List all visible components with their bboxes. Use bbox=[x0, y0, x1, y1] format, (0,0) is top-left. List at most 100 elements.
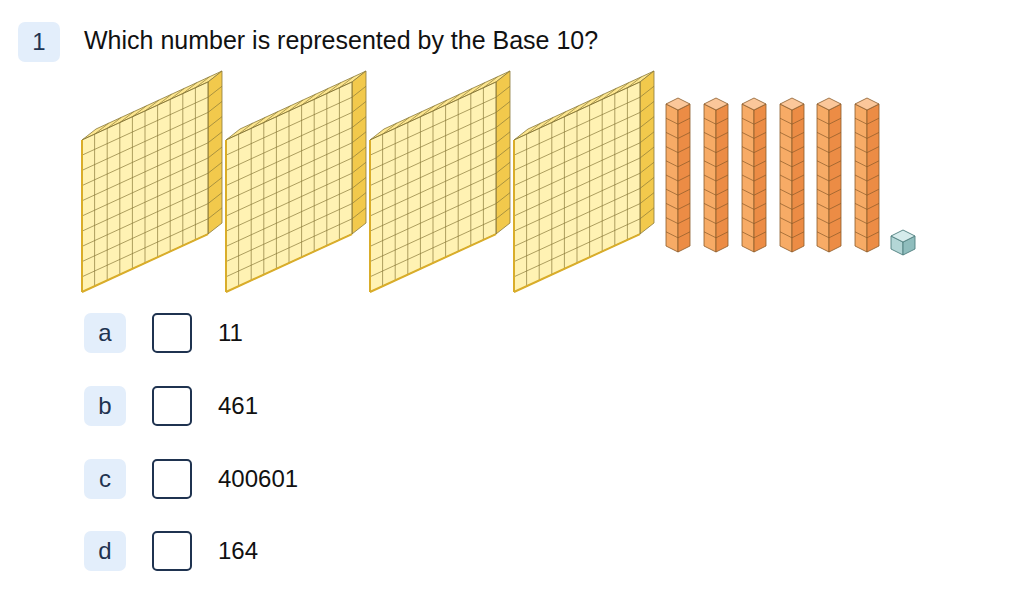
block-part bbox=[352, 162, 366, 173]
block-part bbox=[754, 203, 766, 209]
block-part bbox=[754, 175, 766, 181]
hundred-flat bbox=[514, 71, 654, 292]
hundred-flat bbox=[226, 71, 366, 292]
block-part bbox=[780, 203, 792, 209]
block-part bbox=[107, 117, 121, 128]
block-part bbox=[339, 77, 353, 88]
block-part bbox=[780, 189, 792, 195]
block-part bbox=[792, 161, 804, 167]
block-part bbox=[867, 161, 879, 167]
block-part bbox=[792, 175, 804, 181]
hundred-flat bbox=[370, 71, 510, 292]
block-part bbox=[867, 232, 879, 238]
block-part bbox=[170, 88, 184, 99]
block-part bbox=[754, 132, 766, 138]
block-part bbox=[183, 83, 197, 94]
question-number-text: 1 bbox=[32, 30, 45, 54]
block-part bbox=[817, 189, 829, 195]
block-part bbox=[208, 177, 222, 188]
block-part bbox=[829, 203, 841, 209]
block-part bbox=[867, 132, 879, 138]
block-part bbox=[855, 132, 867, 138]
block-part bbox=[239, 123, 253, 134]
block-part bbox=[678, 232, 690, 238]
block-part bbox=[716, 147, 728, 153]
ten-rod bbox=[742, 98, 766, 252]
block-part bbox=[867, 147, 879, 153]
block-part bbox=[817, 203, 829, 209]
block-part bbox=[678, 161, 690, 167]
block-part bbox=[446, 94, 460, 105]
block-part bbox=[226, 219, 352, 277]
block-part bbox=[158, 94, 172, 105]
block-part bbox=[704, 218, 716, 224]
block-part bbox=[867, 218, 879, 224]
block-part bbox=[666, 232, 678, 238]
block-part bbox=[666, 98, 690, 110]
block-part bbox=[82, 158, 208, 216]
block-part bbox=[458, 88, 472, 99]
block-part bbox=[829, 132, 841, 138]
block-part bbox=[640, 117, 654, 128]
block-part bbox=[433, 100, 447, 111]
block-part bbox=[289, 100, 303, 111]
block-part bbox=[82, 188, 208, 246]
block-part bbox=[420, 106, 434, 117]
option-letter-text: a bbox=[98, 321, 111, 345]
block-part bbox=[208, 147, 222, 158]
block-part bbox=[666, 203, 678, 209]
option-letter: d bbox=[84, 531, 126, 571]
ten-rod bbox=[780, 98, 804, 252]
block-part bbox=[208, 117, 222, 128]
block-part bbox=[82, 219, 208, 277]
block-part bbox=[704, 118, 716, 124]
block-part bbox=[496, 147, 510, 158]
block-part bbox=[352, 101, 366, 112]
block-part bbox=[891, 230, 915, 242]
block-part bbox=[513, 140, 515, 292]
block-part bbox=[470, 94, 471, 246]
block-part bbox=[829, 189, 841, 195]
block-part bbox=[716, 189, 728, 195]
block-part bbox=[514, 82, 640, 292]
block-part bbox=[145, 100, 159, 111]
block-part bbox=[640, 177, 654, 188]
block-part bbox=[195, 77, 209, 88]
checkbox bbox=[152, 459, 192, 499]
block-part bbox=[678, 147, 690, 153]
block-part bbox=[445, 105, 446, 257]
block-part bbox=[716, 175, 728, 181]
block-part bbox=[314, 88, 328, 99]
block-part bbox=[742, 232, 754, 238]
ten-rod bbox=[704, 98, 728, 252]
block-part bbox=[867, 189, 879, 195]
block-part bbox=[226, 158, 352, 216]
block-part bbox=[352, 132, 366, 143]
block-part bbox=[855, 218, 867, 224]
block-part bbox=[666, 132, 678, 138]
block-part bbox=[226, 173, 352, 231]
checkbox bbox=[152, 386, 192, 426]
block-part bbox=[208, 71, 222, 234]
block-part bbox=[640, 86, 654, 97]
block-part bbox=[195, 88, 196, 240]
block-part bbox=[817, 218, 829, 224]
block-part bbox=[716, 118, 728, 124]
block-part bbox=[496, 117, 510, 128]
block-part bbox=[496, 208, 510, 219]
block-part bbox=[780, 161, 792, 167]
block-part bbox=[370, 158, 496, 216]
hundred-flat bbox=[82, 71, 222, 292]
block-part bbox=[483, 88, 484, 240]
block-part bbox=[370, 82, 496, 292]
block-part bbox=[81, 140, 83, 292]
block-part bbox=[614, 94, 615, 246]
block-part bbox=[780, 98, 804, 110]
block-part bbox=[602, 88, 616, 99]
block-part bbox=[792, 147, 804, 153]
block-part bbox=[678, 132, 690, 138]
block-part bbox=[867, 104, 879, 252]
option-text: 164 bbox=[218, 539, 258, 563]
block-part bbox=[395, 117, 409, 128]
